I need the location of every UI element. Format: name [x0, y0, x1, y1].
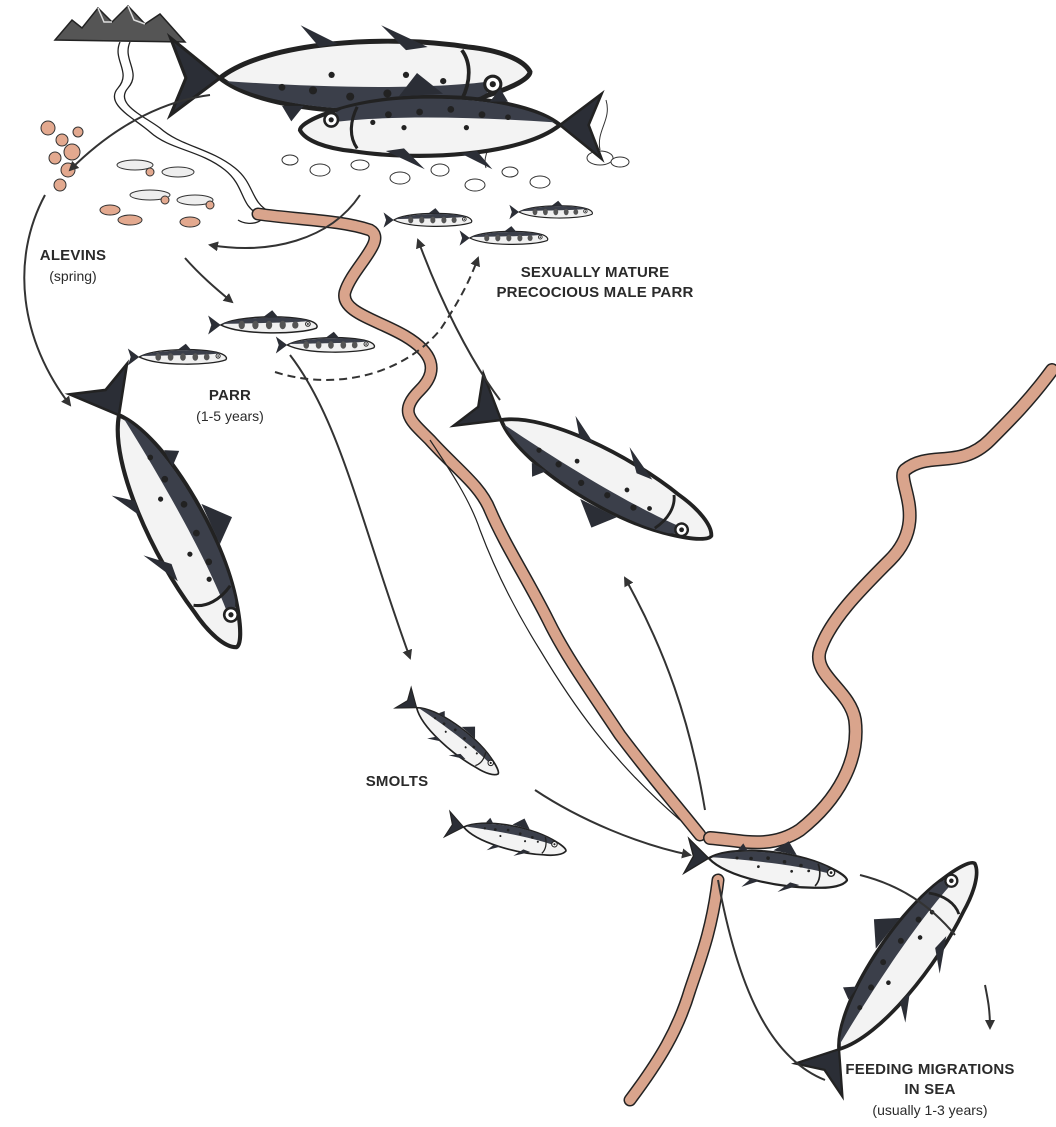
precocious-parr-3: [509, 201, 592, 219]
label-parr-sub: (1-5 years): [185, 406, 275, 426]
label-feeding-sub: (usually 1-3 years): [820, 1100, 1040, 1120]
parr-fish-3: [128, 344, 227, 366]
label-parr-title: PARR: [185, 386, 275, 406]
upstream-salmon: [444, 365, 730, 581]
arrow-estuary-to-upstream: [625, 578, 705, 810]
arrow-sea-to-estuary: [718, 880, 825, 1080]
label-precocious-line1: SEXUALLY MATURE: [460, 263, 730, 283]
arrow-alevins-to-parr: [185, 258, 232, 302]
label-feeding: FEEDING MIGRATIONS IN SEA (usually 1-3 y…: [820, 1060, 1040, 1120]
arrow-sea-down: [985, 985, 990, 1028]
label-alevins: ALEVINS (spring): [28, 246, 118, 286]
label-parr: PARR (1-5 years): [185, 386, 275, 426]
arrow-eggs-to-left-fish: [24, 195, 70, 405]
arrow-eggs-to-alevins: [70, 95, 210, 170]
label-alevins-title: ALEVINS: [28, 246, 118, 266]
precocious-parr-2: [460, 226, 548, 246]
parr-fish-1: [208, 310, 317, 334]
eggs: [41, 121, 83, 191]
arrow-parr-to-smolts: [290, 355, 410, 658]
alevins: [100, 160, 214, 227]
mountains: [55, 6, 185, 42]
smolt-2: [444, 803, 571, 866]
label-feeding-line2: IN SEA: [820, 1080, 1040, 1100]
precocious-parr-1: [384, 208, 472, 228]
parr-fish-2: [276, 332, 375, 354]
label-alevins-sub: (spring): [28, 266, 118, 286]
label-precocious-line2: PRECOCIOUS MALE PARR: [460, 283, 730, 303]
label-precocious-parr: SEXUALLY MATURE PRECOCIOUS MALE PARR: [460, 263, 730, 303]
label-smolts-title: SMOLTS: [352, 772, 442, 792]
coastline: [630, 370, 1052, 1100]
label-smolts: SMOLTS: [352, 772, 442, 792]
smolt-1: [392, 681, 512, 787]
label-feeding-line1: FEEDING MIGRATIONS: [820, 1060, 1040, 1080]
